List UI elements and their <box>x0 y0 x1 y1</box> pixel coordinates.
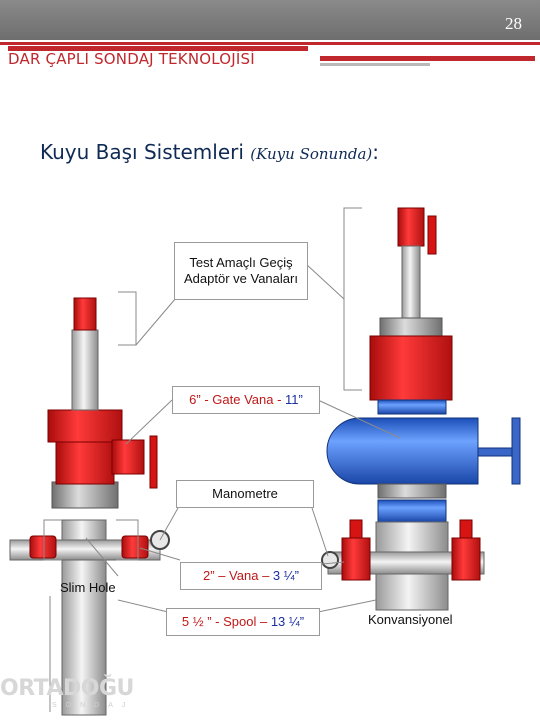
leader-gate-left <box>125 399 173 445</box>
test-valve <box>73 297 97 331</box>
test-valve-top <box>397 207 425 247</box>
label-spool-text: 5 ½ ” - Spool – <box>181 614 271 630</box>
header-title: DAR ÇAPLI SONDAJ TEKNOLOJİSİ <box>8 50 255 68</box>
conventional-wellhead <box>321 207 521 611</box>
label-spool-size: 5 ½ ” - Spool – 13 ¼” <box>182 614 304 630</box>
label-slim-hole: Slim Hole <box>60 580 116 595</box>
label-vana: 2” – Vana – 3 ¼” <box>180 562 322 590</box>
outlet-valve-handle-left <box>349 519 363 539</box>
label-test-adaptor: Test Amaçlı Geçiş Adaptör ve Vanaları <box>174 242 308 300</box>
header-accent-bar-right <box>320 56 535 61</box>
gate-valve-body <box>55 439 115 485</box>
label-vana-text: 2” – Vana – <box>203 568 273 584</box>
label-spool: 5 ½ ” - Spool – 13 ¼” <box>166 608 320 636</box>
bracket-vana-right <box>116 519 139 561</box>
gate-valve-bonnet <box>47 409 123 443</box>
side-valve-handwheel <box>149 435 158 489</box>
lower-flange <box>377 483 447 499</box>
label-spool-conventional: 13 ¼ <box>270 614 300 630</box>
bracket-right-test <box>343 207 362 391</box>
gate-valve-handwheel <box>511 417 521 485</box>
page-number: 28 <box>505 14 522 33</box>
label-manometre-text: Manometre <box>212 486 278 502</box>
gate-valve-flange-right <box>377 399 447 415</box>
label-spool-inch-mark: ” <box>299 614 305 630</box>
spool-flange <box>51 481 119 509</box>
leader-manometre-left <box>159 507 179 541</box>
page-title: Kuyu Başı Sistemleri (Kuyu Sonunda): <box>40 140 379 164</box>
label-konvansiyonel: Konvansiyonel <box>368 612 453 627</box>
leader-gate-right <box>317 399 401 439</box>
outlet-valve-right-right <box>451 537 481 581</box>
test-adaptor-pipe <box>71 329 99 411</box>
bracket-left-test <box>118 291 137 346</box>
label-gate-valve-size: 6” - Gate Vana - 11” <box>189 392 303 408</box>
title-subtitle: (Kuyu Sonunda) <box>250 145 373 163</box>
company-logo-sub: SONDAJ <box>52 702 135 709</box>
test-valve-handle <box>427 215 437 255</box>
test-adaptor-pipe-right <box>401 245 421 321</box>
label-vana-conventional: 3 ¼” <box>272 568 299 584</box>
outlet-valve-left-right <box>341 537 371 581</box>
leader-spool-right <box>317 599 377 613</box>
label-test-adaptor-text: Test Amaçlı Geçiş Adaptör ve Vanaları <box>184 255 298 286</box>
label-gate-valve-text: 6” - Gate Vana - <box>189 392 286 408</box>
label-gate-valve: 6” - Gate Vana - 11” <box>172 386 320 414</box>
leader-slim-hole <box>85 537 119 577</box>
outlet-valve-right <box>121 535 149 559</box>
leader-test-right <box>305 263 345 300</box>
leader-vana-right <box>321 561 345 565</box>
side-valve <box>111 439 145 475</box>
gate-valve-bonnet-right <box>369 335 453 401</box>
label-vana-size: 2” – Vana – 3 ¼” <box>203 568 299 584</box>
leader-lines <box>43 207 401 712</box>
label-manometre: Manometre <box>176 480 314 508</box>
label-gate-valve-conventional: 11” <box>285 392 303 408</box>
gate-valve-body-right <box>326 417 479 485</box>
header-grey-bar <box>320 63 430 66</box>
outlet-valve-handle-right <box>459 519 473 539</box>
company-logo: ORTADOĞU <box>0 676 134 701</box>
slim-hole-wellhead <box>9 297 170 716</box>
tubing-head <box>377 499 447 523</box>
title-colon: : <box>372 140 380 164</box>
leader-vana-left <box>139 547 181 561</box>
leader-spool-left <box>117 599 169 613</box>
top-bar: 28 <box>0 0 540 40</box>
header-accent-bar <box>8 46 308 51</box>
bracket-vana-left <box>43 519 62 561</box>
outlet-valve-left <box>29 535 57 559</box>
header-divider <box>0 42 540 45</box>
title-main: Kuyu Başı Sistemleri <box>40 140 244 164</box>
manometre-gauge-icon-right <box>321 551 339 569</box>
leader-manometre-right <box>311 507 329 557</box>
leader-test-left <box>135 297 177 346</box>
gate-valve-stem <box>477 447 517 457</box>
adaptor-flange <box>379 317 443 337</box>
